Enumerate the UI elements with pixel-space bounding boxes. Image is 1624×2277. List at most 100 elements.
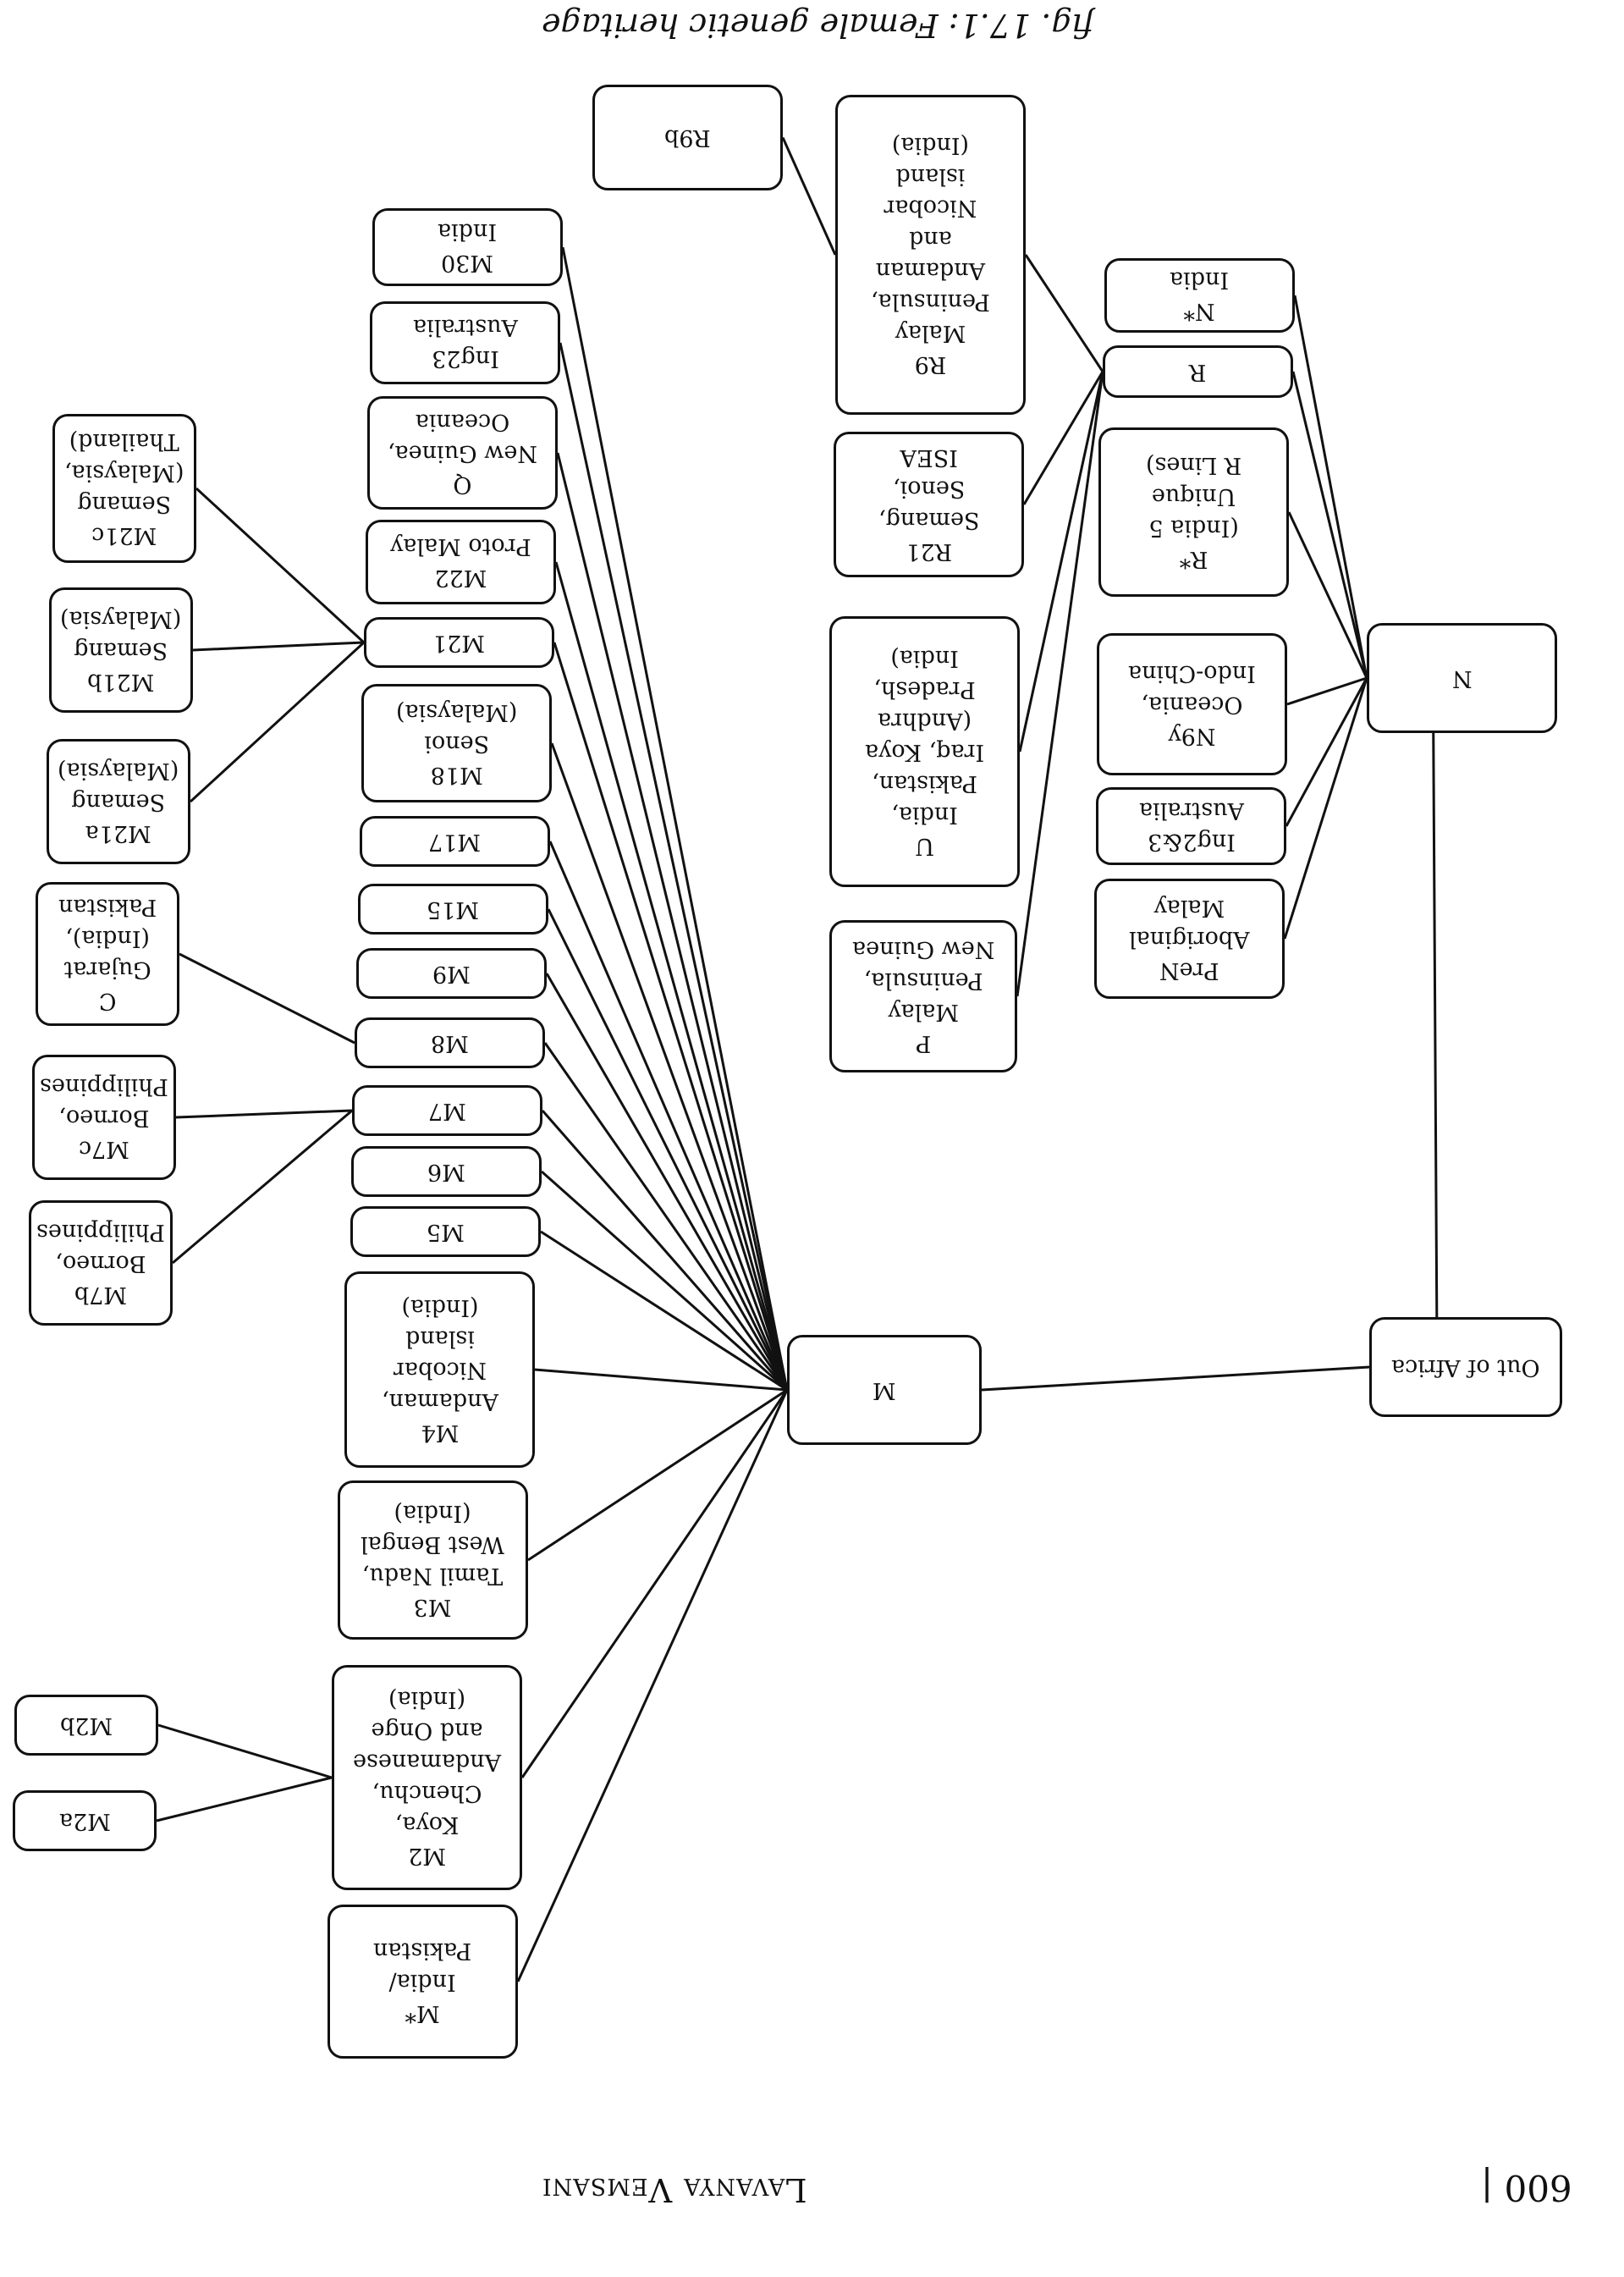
figure-caption: fig. 17.1: Female genetic heritage: [542, 7, 1094, 44]
edge-R-R21: [1022, 371, 1104, 505]
edge-M8-C: [179, 952, 355, 1045]
node-label: R9 Malay Peninsula, Andaman and Nicobar …: [871, 132, 990, 378]
node-label: M4 Andaman, Nicobar island (India): [381, 1293, 498, 1446]
node-label: M7c Borneo, Philippines: [40, 1072, 168, 1162]
node-label: M21b Semang (Malaysia): [60, 605, 182, 695]
edge-M-M2: [520, 1389, 789, 1778]
node-m2b: M2b: [14, 1695, 158, 1756]
edge-M21-M21c: [195, 487, 366, 644]
edge-M-M18: [550, 742, 789, 1391]
node-m7b: M7b Borneo, Philippines: [29, 1200, 173, 1326]
node-m-star: M* India/ Pakistan: [328, 1905, 518, 2059]
node-label: N* India: [1170, 267, 1230, 324]
edge-N-N_star: [1293, 295, 1368, 679]
node-label: M21c Semang (Malaysia, Thailand): [64, 428, 184, 549]
node-label: M21a Semang (Malaysia): [58, 757, 179, 846]
node-label: M* India/ Pakistan: [373, 1937, 472, 2026]
node-pren: PreN Aboriginal Malay: [1094, 879, 1285, 999]
node-m3: M3 Tamil Nadu, West Bengal (India): [338, 1480, 528, 1640]
edge-N-R: [1291, 371, 1368, 679]
node-m21c: M21c Semang (Malaysia, Thailand): [52, 414, 196, 563]
edge-R-P: [1016, 371, 1104, 997]
node-out-of-africa: Out of Africa: [1369, 1317, 1562, 1417]
node-m5: M5: [350, 1206, 541, 1257]
running-header-author: Lavanya Vemsani: [542, 2171, 807, 2208]
edge-N-R_star: [1287, 511, 1368, 679]
node-label: M8: [431, 1029, 469, 1056]
node-label: M: [873, 1376, 896, 1403]
node-label: R* (India 5 Unique R Lines): [1145, 452, 1242, 572]
node-u: U India, Pakistan, Iraq, Koya (Andhra Pr…: [829, 616, 1020, 887]
node-p: P Malay Peninsula, New Guinea: [829, 920, 1017, 1072]
node-label: M2a: [58, 1807, 111, 1834]
edge-M2-M2a: [156, 1776, 333, 1822]
node-label: M6: [427, 1158, 465, 1185]
node-label: R9b: [664, 124, 711, 151]
edge-M7-M7c: [175, 1109, 353, 1119]
node-m21: M21: [364, 617, 554, 668]
edge-M-M4: [534, 1368, 788, 1392]
node-m7c: M7c Borneo, Philippines: [32, 1055, 176, 1180]
node-n: N: [1367, 623, 1557, 733]
node-label: M21: [432, 629, 486, 656]
page-number: 600 |: [1481, 2167, 1572, 2208]
node-label: M9: [432, 960, 471, 987]
node-label: M7b Borneo, Philippines: [36, 1218, 165, 1308]
node-m: M: [787, 1335, 982, 1445]
node-label: Q New Guinea, Oceania: [388, 408, 537, 498]
edge-out_of_africa-N: [1432, 732, 1439, 1318]
node-label: P Malay Peninsula, New Guinea: [851, 936, 995, 1056]
node-c: C Gujarat (India), Pakistan: [36, 882, 179, 1026]
node-label: M22 Proto Malay: [390, 533, 531, 591]
node-n9y: N9y Oceania, Indo-China: [1097, 633, 1287, 775]
edge-M-M5: [540, 1230, 788, 1392]
edge-M-M3: [527, 1388, 788, 1562]
node-label: Ing2&3 Australia: [1138, 797, 1244, 855]
node-label: M15: [427, 896, 480, 923]
edge-M7-M7b: [172, 1109, 353, 1265]
edge-N-N9y: [1286, 676, 1368, 706]
node-label: PreN Aboriginal Malay: [1129, 894, 1250, 984]
node-label: M17: [428, 828, 482, 855]
edge-M-Ing23: [559, 342, 789, 1391]
node-m7: M7: [352, 1085, 542, 1136]
node-m17: M17: [360, 816, 550, 867]
edge-M-M15: [547, 908, 789, 1391]
node-label: M7: [428, 1097, 466, 1124]
edge-M-M22: [554, 561, 789, 1391]
node-m4: M4 Andaman, Nicobar island (India): [344, 1271, 535, 1468]
node-label: N: [1451, 664, 1473, 692]
node-r: R: [1103, 345, 1293, 398]
edge-N-Ing2_3: [1285, 677, 1368, 827]
edge-M-M30: [561, 246, 789, 1391]
edge-M-M8: [543, 1042, 789, 1391]
edge-M-M_star: [516, 1389, 789, 1982]
edge-M-M21: [553, 642, 789, 1391]
node-label: R21 Semang, Senoi, ISEA: [878, 444, 980, 565]
node-n-star: N* India: [1104, 258, 1295, 333]
node-label: Ing23 Australia: [412, 314, 518, 372]
node-m2: M2 Koya, Chenchu, Andamanese and Onge (I…: [332, 1665, 522, 1890]
node-m2a: M2a: [13, 1790, 157, 1851]
edge-out_of_africa-M: [981, 1365, 1370, 1392]
edge-M21-M21a: [189, 641, 366, 803]
node-m21a: M21a Semang (Malaysia): [47, 739, 190, 864]
node-label: U India, Pakistan, Iraq, Koya (Andhra Pr…: [864, 644, 985, 859]
node-label: M3 Tamil Nadu, West Bengal (India): [361, 1500, 505, 1620]
edge-M-M6: [541, 1170, 788, 1392]
node-m6: M6: [351, 1146, 542, 1197]
edge-R-R9: [1024, 254, 1104, 372]
node-label: M2b: [59, 1712, 113, 1739]
node-m15: M15: [358, 884, 548, 935]
node-r21: R21 Semang, Senoi, ISEA: [834, 432, 1024, 577]
node-m18: M18 Senoi (Malaysia): [361, 684, 552, 802]
edge-N-PreN: [1283, 677, 1368, 940]
node-ing23: Ing23 Australia: [370, 301, 560, 384]
node-label: N9y Oceania, Indo-China: [1128, 659, 1256, 749]
node-m22: M22 Proto Malay: [366, 520, 556, 604]
edge-R9-R9b: [781, 136, 837, 256]
node-r-star: R* (India 5 Unique R Lines): [1098, 427, 1289, 597]
node-label: Out of Africa: [1391, 1354, 1540, 1381]
edge-M21-M21b: [192, 641, 365, 652]
